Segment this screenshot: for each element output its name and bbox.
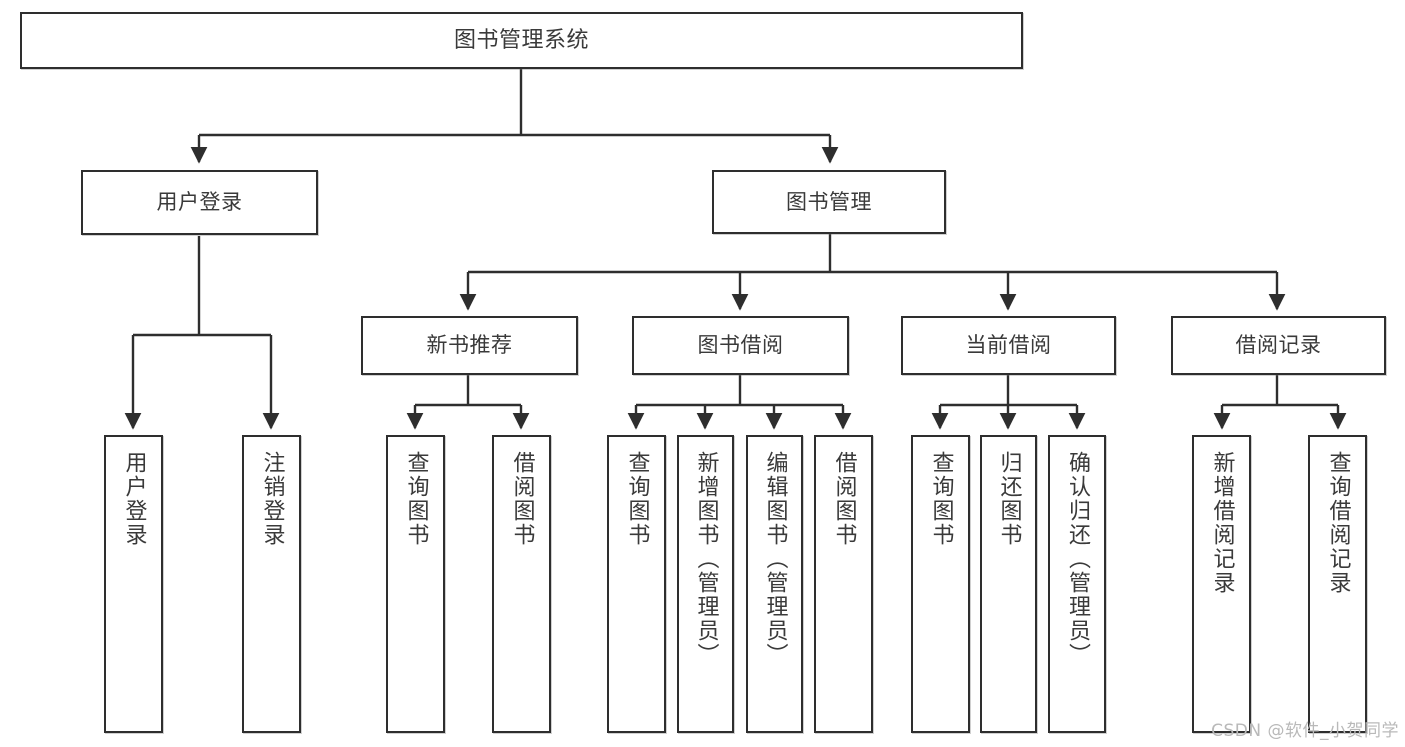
node-new-book-rec-label: 新书推荐: [426, 333, 513, 358]
node-borrow-record[interactable]: 借阅记录: [1171, 316, 1386, 375]
node-leaf-rec-borrow-book[interactable]: 借阅图书: [492, 435, 551, 733]
node-leaf-borrow-borrow-book[interactable]: 借阅图书: [814, 435, 873, 733]
node-current-borrow-label: 当前借阅: [965, 333, 1052, 358]
node-leaf-current-query-book[interactable]: 查询图书: [911, 435, 970, 733]
node-leaf-rec-borrow-book-label: 借阅图书: [509, 451, 535, 547]
node-leaf-borrow-edit-book[interactable]: 编辑图书（管理员）: [746, 435, 803, 733]
node-leaf-current-confirm-return-label: 确认归还（管理员）: [1064, 451, 1090, 667]
node-leaf-rec-query-book[interactable]: 查询图书: [386, 435, 445, 733]
node-leaf-borrow-add-book-label: 新增图书（管理员）: [693, 451, 719, 667]
node-new-book-rec[interactable]: 新书推荐: [361, 316, 578, 375]
node-leaf-record-add[interactable]: 新增借阅记录: [1192, 435, 1251, 733]
node-leaf-borrow-query-book[interactable]: 查询图书: [607, 435, 666, 733]
node-leaf-current-return-book-label: 归还图书: [996, 451, 1022, 547]
node-leaf-current-return-book[interactable]: 归还图书: [980, 435, 1037, 733]
node-leaf-rec-query-book-label: 查询图书: [403, 451, 429, 547]
node-book-manage[interactable]: 图书管理: [712, 170, 946, 234]
node-user-login[interactable]: 用户登录: [81, 170, 318, 235]
node-leaf-borrow-edit-book-label: 编辑图书（管理员）: [762, 451, 788, 667]
node-borrow-record-label: 借阅记录: [1235, 333, 1322, 358]
node-leaf-borrow-borrow-book-label: 借阅图书: [831, 451, 857, 547]
node-leaf-user-logout-label: 注销登录: [259, 451, 285, 547]
node-leaf-user-login[interactable]: 用户登录: [104, 435, 163, 733]
node-user-login-label: 用户登录: [156, 190, 243, 215]
watermark-text: CSDN @软件_小贺同学: [1211, 721, 1399, 741]
node-root[interactable]: 图书管理系统: [20, 12, 1023, 69]
node-leaf-record-query[interactable]: 查询借阅记录: [1308, 435, 1367, 733]
node-book-borrow[interactable]: 图书借阅: [632, 316, 849, 375]
node-leaf-user-login-label: 用户登录: [121, 451, 147, 547]
node-leaf-record-add-label: 新增借阅记录: [1209, 451, 1235, 595]
node-leaf-record-query-label: 查询借阅记录: [1325, 451, 1351, 595]
node-book-manage-label: 图书管理: [786, 189, 872, 214]
node-leaf-borrow-add-book[interactable]: 新增图书（管理员）: [677, 435, 734, 733]
node-leaf-borrow-query-book-label: 查询图书: [624, 451, 650, 547]
node-leaf-current-confirm-return[interactable]: 确认归还（管理员）: [1048, 435, 1106, 733]
node-leaf-current-query-book-label: 查询图书: [928, 451, 954, 547]
node-leaf-user-logout[interactable]: 注销登录: [242, 435, 301, 733]
node-root-label: 图书管理系统: [453, 27, 589, 53]
node-book-borrow-label: 图书借阅: [697, 333, 784, 358]
node-current-borrow[interactable]: 当前借阅: [901, 316, 1116, 375]
